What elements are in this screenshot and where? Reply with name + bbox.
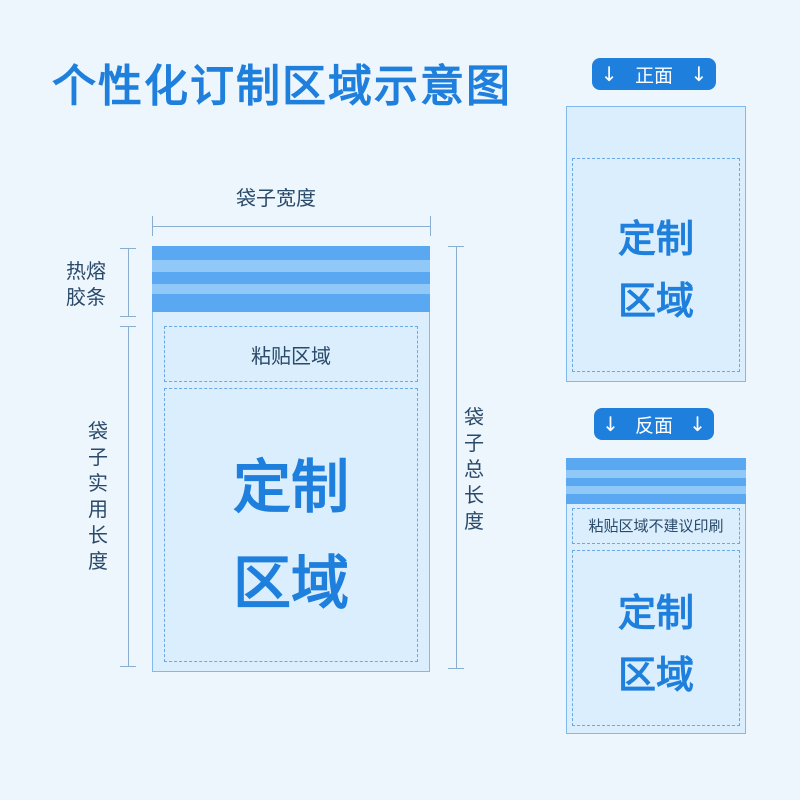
usable-length-label: 袋 子 实 用 长 度 bbox=[84, 418, 112, 574]
usable-length-tick-bottom bbox=[120, 666, 136, 667]
back-badge-label: 反面 bbox=[634, 414, 673, 437]
paste-zone-label: 粘贴区域 bbox=[251, 344, 331, 368]
usable-length-char: 用 bbox=[88, 497, 108, 521]
heat-seal-label-line2: 胶条 bbox=[66, 285, 106, 309]
total-length-line bbox=[456, 246, 457, 668]
main-bag bbox=[152, 246, 430, 672]
seal-stripe bbox=[152, 272, 430, 284]
bag-width-tick-right bbox=[430, 216, 431, 236]
back-custom-label-line1: 定制 bbox=[617, 591, 694, 635]
seal-stripe bbox=[152, 246, 430, 260]
custom-zone-label-line1: 定制 bbox=[232, 453, 349, 521]
heat-seal-line bbox=[128, 248, 129, 316]
total-length-char: 总 bbox=[464, 457, 484, 481]
heat-seal-tick-top bbox=[120, 248, 136, 249]
custom-zone bbox=[164, 388, 418, 662]
heat-seal-label-line1: 热熔 bbox=[66, 259, 106, 283]
total-length-tick-bottom bbox=[448, 668, 464, 669]
back-seal-stripe bbox=[566, 486, 746, 494]
heat-seal-label: 热熔 胶条 bbox=[66, 258, 106, 310]
usable-length-tick-top bbox=[120, 326, 136, 327]
custom-zone-label-line2: 区域 bbox=[232, 549, 349, 617]
back-custom-label-line2: 区域 bbox=[617, 653, 694, 697]
back-seal-stripe bbox=[566, 478, 746, 486]
front-custom-label-line2: 区域 bbox=[617, 279, 694, 323]
heat-seal-tick-bottom bbox=[120, 316, 136, 317]
arrow-down-icon: ↓ bbox=[600, 62, 618, 86]
total-length-label: 袋 子 总 长 度 bbox=[464, 404, 484, 534]
arrow-down-icon: ↓ bbox=[690, 62, 708, 86]
page-title: 个性化订制区域示意图 bbox=[52, 61, 512, 112]
total-length-tick-top bbox=[448, 246, 464, 247]
back-seal-stripe bbox=[566, 470, 746, 478]
back-paste-zone bbox=[572, 508, 740, 544]
usable-length-char: 长 bbox=[88, 523, 108, 547]
seal-stripe bbox=[152, 294, 430, 312]
usable-length-char: 子 bbox=[88, 445, 108, 469]
back-badge: ↓ 反面 ↓ bbox=[594, 408, 714, 440]
total-length-char: 度 bbox=[464, 509, 484, 533]
back-paste-zone-label: 粘贴区域不建议印刷 bbox=[588, 517, 724, 535]
front-bag bbox=[566, 106, 746, 382]
bag-width-tick-left bbox=[152, 216, 153, 236]
usable-length-char: 袋 bbox=[88, 419, 108, 443]
arrow-down-icon: ↓ bbox=[689, 412, 706, 436]
usable-length-line bbox=[128, 326, 129, 666]
front-custom-zone bbox=[572, 158, 740, 372]
seal-stripe bbox=[152, 284, 430, 294]
usable-length-char: 实 bbox=[88, 471, 108, 495]
paste-zone bbox=[164, 326, 418, 382]
usable-length-char: 度 bbox=[88, 549, 108, 573]
back-seal-stripe bbox=[566, 494, 746, 504]
front-badge: ↓ 正面 ↓ bbox=[592, 58, 716, 90]
front-badge-label: 正面 bbox=[634, 64, 673, 87]
total-length-char: 长 bbox=[464, 483, 484, 507]
bag-width-label: 袋子宽度 bbox=[236, 186, 316, 210]
back-custom-zone bbox=[572, 550, 740, 726]
arrow-down-icon: ↓ bbox=[602, 412, 619, 436]
back-seal-stripe bbox=[566, 458, 746, 470]
seal-stripe bbox=[152, 260, 430, 272]
bag-width-line bbox=[152, 226, 430, 227]
total-length-char: 子 bbox=[464, 431, 484, 455]
back-bag bbox=[566, 458, 746, 734]
total-length-char: 袋 bbox=[464, 405, 484, 429]
front-custom-label-line1: 定制 bbox=[617, 217, 694, 261]
